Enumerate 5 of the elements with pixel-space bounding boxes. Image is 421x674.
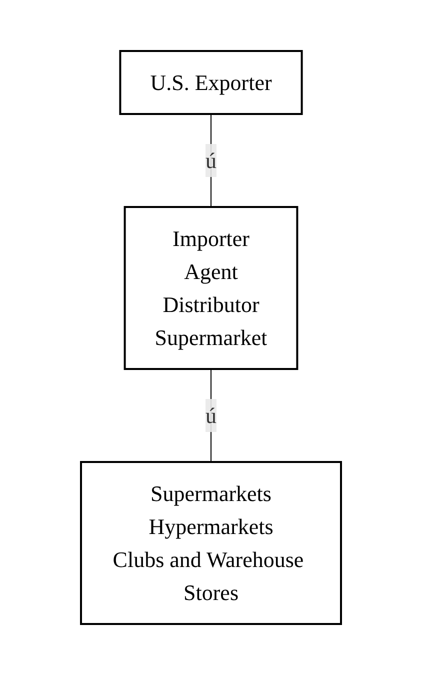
edge-label: ú bbox=[205, 402, 216, 428]
edge-label: ú bbox=[205, 148, 216, 172]
node-box: U.S. Exporter bbox=[118, 50, 302, 114]
node-box: Supermarkets Hypermarkets Clubs and Warehouse Stores bbox=[80, 460, 342, 624]
node-box: Importer Agent Distributor Supermarket bbox=[123, 206, 298, 370]
